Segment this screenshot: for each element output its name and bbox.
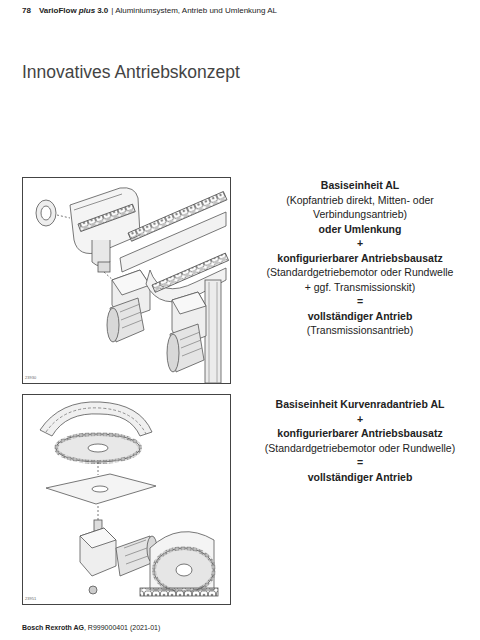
product-name: plus bbox=[79, 6, 95, 15]
image-frame bbox=[23, 178, 231, 384]
formula-term: konfigurierbarer Antriebsbausatz bbox=[262, 251, 458, 266]
page-number: 78 bbox=[22, 6, 31, 15]
formula-note: (Transmissionsantrieb) bbox=[262, 323, 458, 338]
document-number: , R999000401 (2021-01) bbox=[84, 624, 160, 631]
formula-operator: + bbox=[262, 236, 458, 251]
formula-note: (Kopfantrieb direkt, Mitten- oder Verbin… bbox=[262, 193, 458, 222]
formula-block: Basiseinheit Kurvenradantrieb AL+konfigu… bbox=[252, 397, 468, 484]
formula-note: (Standardgetriebemotor oder Rundwelle) bbox=[252, 441, 468, 456]
formula-result: vollständiger Antrieb bbox=[262, 309, 458, 324]
formula-result: vollständiger Antrieb bbox=[252, 470, 468, 485]
image-number: 23930 bbox=[25, 375, 36, 380]
product-name: 3.0 bbox=[97, 6, 108, 15]
section-name: | Aluminiumsystem, Antrieb und Umlenkung… bbox=[111, 6, 277, 15]
formula-term: Basiseinheit AL bbox=[262, 178, 458, 193]
curve-wheel-drive-drawing bbox=[40, 402, 218, 596]
product-name: VarioFlow bbox=[39, 6, 77, 15]
formula-block: Basiseinheit AL(Kopfantrieb direkt, Mitt… bbox=[262, 178, 458, 338]
page-footer: Bosch Rexroth AG, R999000401 (2021-01) bbox=[22, 624, 160, 631]
formula-term: konfigurierbarer Antriebsbausatz bbox=[252, 426, 468, 441]
page-title: Innovatives Antriebskonzept bbox=[22, 62, 240, 83]
drive-unit-drawing bbox=[36, 188, 229, 383]
formula-term: oder Umlenkung bbox=[262, 222, 458, 237]
formula-operator: + bbox=[252, 412, 468, 427]
image-frame bbox=[23, 395, 231, 605]
formula-note: (Standardgetriebemotor oder Rundwelle + … bbox=[262, 265, 458, 294]
publisher: Bosch Rexroth AG bbox=[22, 624, 84, 631]
formula-operator: = bbox=[252, 455, 468, 470]
formula-operator: = bbox=[262, 294, 458, 309]
image-number: 23951 bbox=[25, 596, 36, 601]
formula-term: Basiseinheit Kurvenradantrieb AL bbox=[252, 397, 468, 412]
page-header: 78 VarioFlowplus3.0| Aluminiumsystem, Ant… bbox=[22, 6, 277, 15]
